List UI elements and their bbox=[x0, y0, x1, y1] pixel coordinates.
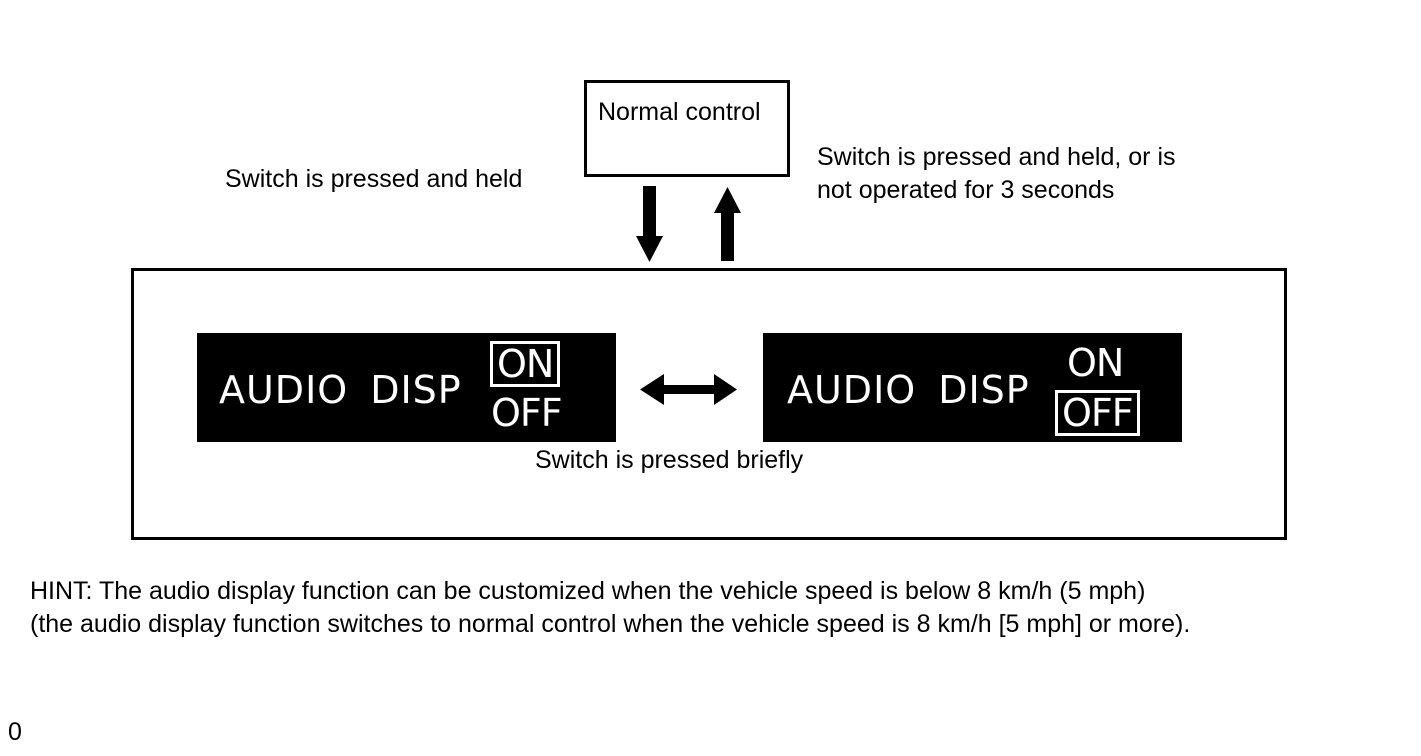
display-label-audio: AUDIO bbox=[219, 368, 349, 412]
display-option-off-highlighted: OFF bbox=[1055, 390, 1140, 436]
corner-mark: 0 bbox=[8, 718, 22, 746]
double-arrow-icon bbox=[640, 374, 737, 405]
display-option-on: ON bbox=[1067, 341, 1124, 385]
display-off-selected: AUDIO DISP ON OFF bbox=[763, 333, 1182, 442]
normal-control-label: Normal control bbox=[598, 98, 761, 126]
display-option-off: OFF bbox=[491, 391, 563, 435]
display-on-selected: AUDIO DISP ON OFF bbox=[197, 333, 616, 442]
customize-mode-frame bbox=[131, 268, 1287, 540]
display-label-disp: DISP bbox=[938, 368, 1030, 412]
transition-label-to-normal-line1: Switch is pressed and held, or is bbox=[817, 143, 1176, 171]
display-option-on-highlighted: ON bbox=[490, 341, 561, 387]
normal-control-box: Normal control bbox=[584, 80, 790, 177]
transition-label-to-mode: Switch is pressed and held bbox=[225, 165, 523, 193]
arrow-down-icon bbox=[636, 186, 663, 262]
hint-line-2: (the audio display function switches to … bbox=[30, 610, 1191, 638]
arrow-up-icon bbox=[714, 187, 741, 261]
hint-line-1: HINT: The audio display function can be … bbox=[30, 577, 1146, 605]
display-label-audio: AUDIO bbox=[787, 368, 917, 412]
display-label-disp: DISP bbox=[370, 368, 462, 412]
transition-label-toggle: Switch is pressed briefly bbox=[535, 446, 804, 474]
transition-label-to-normal-line2: not operated for 3 seconds bbox=[817, 176, 1115, 204]
